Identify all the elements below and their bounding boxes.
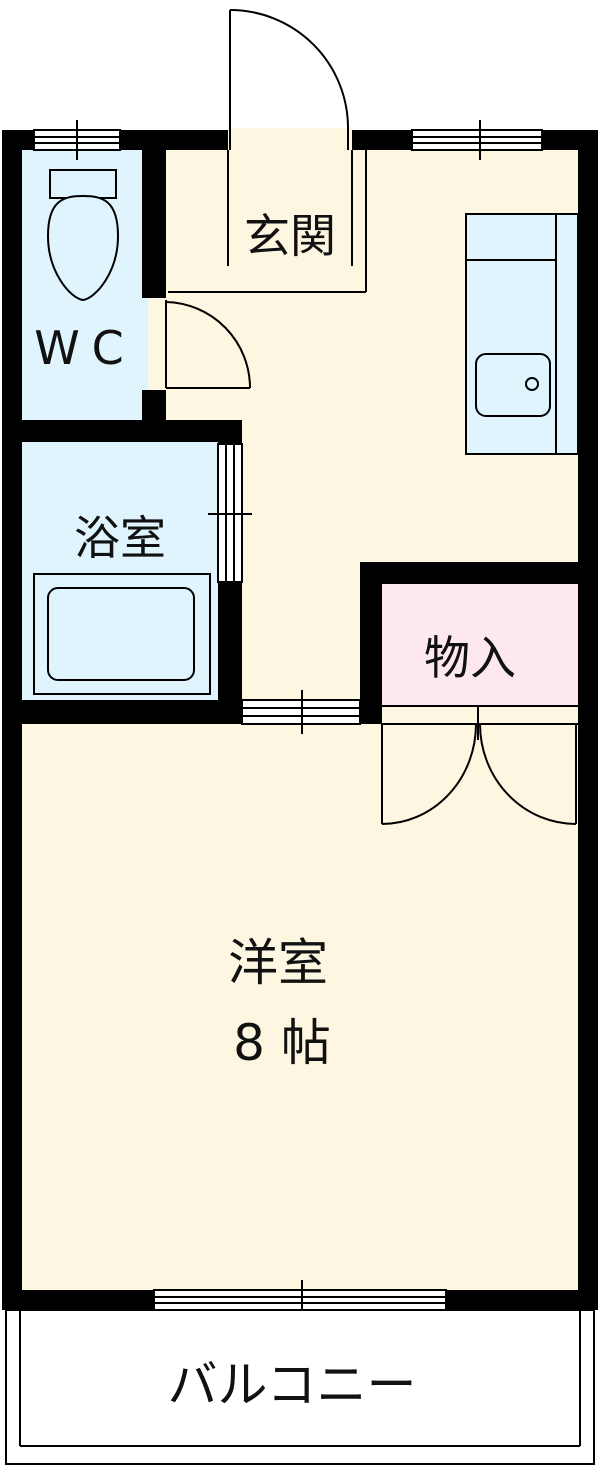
balcony xyxy=(5,1309,595,1465)
interior-walls xyxy=(20,148,580,724)
toilet-icon xyxy=(46,169,120,302)
entrance-outline xyxy=(168,150,367,293)
wc-label: WC xyxy=(34,321,136,375)
entrance-label: 玄関 xyxy=(244,209,336,263)
bathtub-icon xyxy=(33,573,211,695)
wc-door xyxy=(165,300,251,389)
window-top-kitchen xyxy=(411,120,543,160)
bath-sliding-door xyxy=(208,443,252,583)
western-room-size: 8 帖 xyxy=(233,1014,331,1072)
entrance-door xyxy=(229,9,349,150)
window-bottom xyxy=(153,1280,447,1320)
storage-label: 物入 xyxy=(424,631,516,685)
kitchen-counter xyxy=(465,213,579,455)
storage-floor xyxy=(372,578,580,706)
window-top-wc xyxy=(33,120,121,160)
balcony-label: バルコニー xyxy=(168,1356,417,1414)
entrance-door-opening xyxy=(228,128,352,152)
bath-label: 浴室 xyxy=(74,511,166,565)
sink-icon xyxy=(475,353,551,417)
western-room-label: 洋室 xyxy=(228,934,328,992)
exterior-walls xyxy=(2,130,598,1310)
storage-doors xyxy=(381,705,578,825)
hall-sliding-door xyxy=(241,690,361,734)
